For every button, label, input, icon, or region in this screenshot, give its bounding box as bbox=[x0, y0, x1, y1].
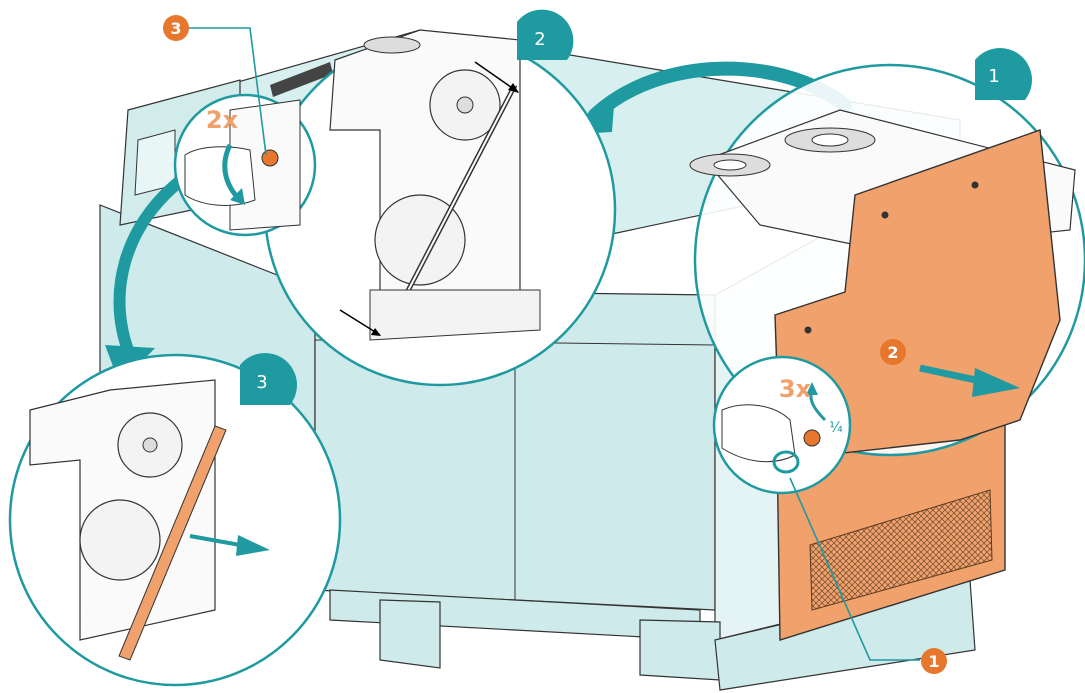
key-icon bbox=[262, 150, 278, 166]
detail-view-2x bbox=[175, 95, 315, 235]
svg-text:1: 1 bbox=[928, 652, 939, 671]
view-tab-2: 2 bbox=[517, 10, 573, 60]
count-2x: 2x bbox=[206, 106, 239, 134]
key-icon bbox=[804, 430, 820, 446]
detail-view-3 bbox=[10, 355, 340, 685]
svg-text:2: 2 bbox=[887, 343, 898, 362]
view-1-number: 1 bbox=[988, 66, 999, 87]
step-marker-2: 2 bbox=[880, 339, 906, 365]
view-3-number: 3 bbox=[256, 372, 267, 393]
count-3x: 3x bbox=[779, 375, 812, 403]
hand-icon bbox=[185, 147, 255, 206]
svg-text:3: 3 bbox=[170, 19, 181, 38]
quarter-turn-label: ¼ bbox=[829, 420, 843, 436]
step-marker-1: 1 bbox=[921, 648, 947, 674]
view-tab-1: 1 bbox=[975, 48, 1032, 100]
step-marker-3: 3 bbox=[163, 15, 189, 41]
view-2-number: 2 bbox=[534, 29, 545, 50]
